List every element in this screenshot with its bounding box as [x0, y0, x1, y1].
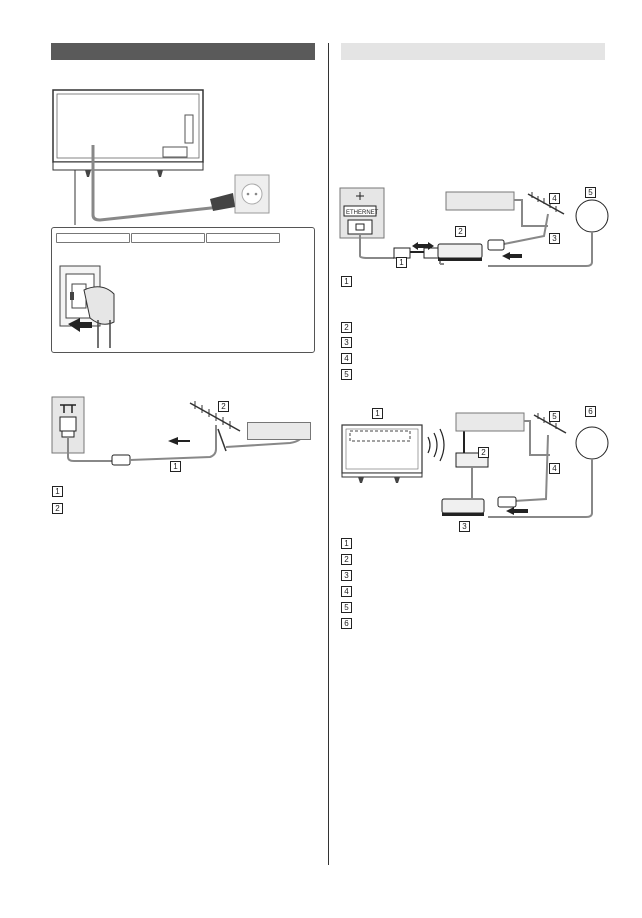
wired-label-1: 1: [396, 257, 407, 268]
left-legend-2: 2: [52, 503, 63, 514]
mains-box-label-3: [206, 233, 280, 243]
wired-label-5: 5: [585, 187, 596, 198]
wireless-label-4: 4: [549, 463, 560, 474]
plug-insertion-illustration: [59, 265, 115, 348]
ethernet-label: ETHERNET: [346, 210, 379, 216]
wired-label-4: 4: [549, 193, 560, 204]
column-divider: [328, 43, 329, 865]
wireless-network-diagram: [341, 412, 609, 518]
antenna-grey-box: [247, 422, 311, 440]
wireless-legend-2: 2: [341, 554, 352, 565]
wireless-legend-6: 6: [341, 618, 352, 629]
wired-network-diagram: [339, 187, 609, 267]
wireless-legend-1: 1: [341, 538, 352, 549]
antenna-label-1: 1: [170, 461, 181, 472]
right-section-header: [341, 43, 605, 60]
wired-legend-3: 3: [341, 337, 352, 348]
wireless-label-6: 6: [585, 406, 596, 417]
wired-legend-1: 1: [341, 276, 352, 287]
wireless-legend-4: 4: [341, 586, 352, 597]
wireless-legend-5: 5: [341, 602, 352, 613]
wireless-label-5: 5: [549, 411, 560, 422]
antenna-connection-diagram: [51, 396, 303, 466]
wireless-label-2: 2: [478, 447, 489, 458]
wired-legend-2: 2: [341, 322, 352, 333]
wireless-legend-3: 3: [341, 570, 352, 581]
wired-legend-5: 5: [341, 369, 352, 380]
left-section-header: [51, 43, 315, 60]
tv-mains-diagram: [52, 89, 270, 225]
left-legend-1: 1: [52, 486, 63, 497]
mains-box-label-2: [131, 233, 205, 243]
antenna-label-2: 2: [218, 401, 229, 412]
mains-box-label-1: [56, 233, 130, 243]
wireless-label-1: 1: [372, 408, 383, 419]
wireless-label-3: 3: [459, 521, 470, 532]
wired-label-3: 3: [549, 233, 560, 244]
wired-legend-4: 4: [341, 353, 352, 364]
mains-plug-box: [51, 227, 315, 353]
wired-label-2: 2: [455, 226, 466, 237]
